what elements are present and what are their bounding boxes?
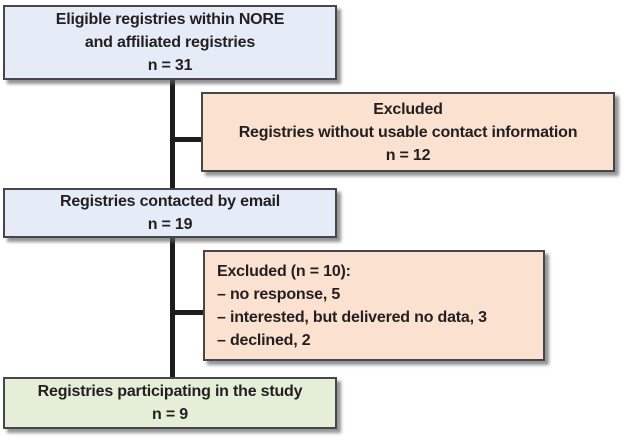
box-contacted-by-email: Registries contacted by email n = 19 [3,188,337,238]
box-text-line: and affiliated registries [84,34,256,51]
box-text-line: Registries contacted by email [59,193,281,210]
box-text-line: Excluded (n = 10): [217,262,351,280]
box-text-line: Excluded [373,100,443,118]
box-count-line: n = 12 [385,146,431,164]
box-list-item: – declined, 2 [217,331,311,349]
box-text-line: Eligible registries within NORE [55,11,285,28]
box-eligible-registries: Eligible registries within NORE and affi… [3,5,337,80]
connector-branch-excluded-2 [170,310,205,315]
box-count-line: n = 19 [147,216,193,233]
box-participating-registries: Registries participating in the study n … [3,377,337,429]
box-count-line: n = 31 [147,57,193,74]
box-excluded-n10: Excluded (n = 10): – no response, 5 – in… [203,250,545,361]
box-text-line: Registries participating in the study [37,383,303,400]
box-count-line: n = 9 [152,406,188,423]
box-list-item: – interested, but delivered no data, 3 [217,308,487,326]
connector-branch-excluded-1 [170,137,203,142]
box-text-line: Registries without usable contact inform… [238,123,578,141]
box-excluded-no-contact: Excluded Registries without usable conta… [201,92,615,172]
box-list-item: – no response, 5 [217,285,341,303]
